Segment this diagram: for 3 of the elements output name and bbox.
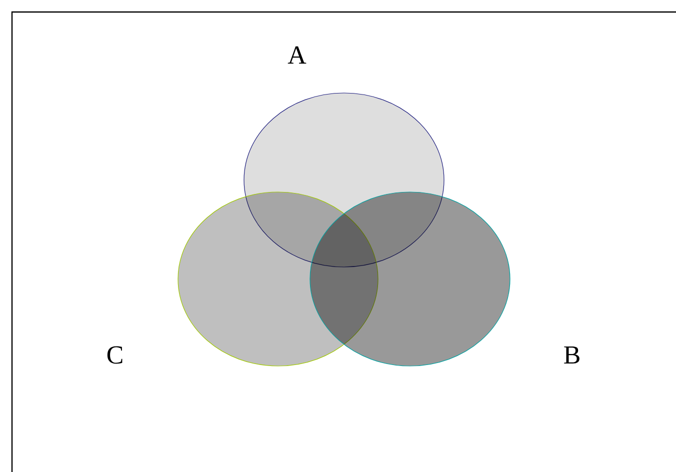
set-label: A (288, 46, 306, 64)
set-label: B (564, 346, 580, 364)
set-label: C (107, 346, 122, 364)
